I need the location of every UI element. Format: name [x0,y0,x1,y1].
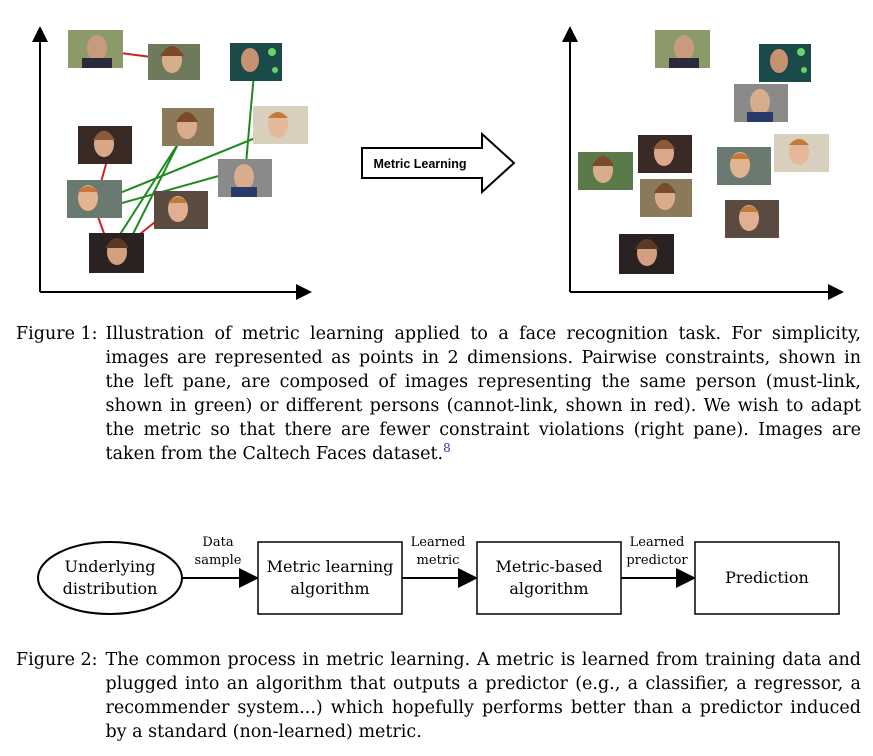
face-thumbnail [89,233,144,273]
face-thumbnail [578,152,633,190]
face-thumbnail [218,159,272,197]
edge-learned-predictor: Learned predictor [621,535,696,588]
node-metric-learning-algorithm: Metric learning algorithm [257,541,403,615]
caption-text: The common process in metric learning. A… [105,650,861,742]
caption-text: Illustration of metric learning applied … [105,324,861,464]
svg-text:predictor: predictor [626,553,688,568]
face-thumbnail [67,180,122,218]
svg-text:algorithm: algorithm [290,579,369,598]
face-thumbnail [774,134,829,172]
node-metric-based-algorithm: Metric-based algorithm [476,541,622,615]
face-thumbnail [734,84,788,122]
node-prediction: Prediction [694,541,840,615]
svg-text:Metric learning: Metric learning [267,557,394,576]
left-pane-axes [32,26,312,300]
face-thumbnail [162,108,214,146]
svg-text:metric: metric [417,553,460,568]
figure2-caption: Figure 2: The common process in metric l… [16,648,861,744]
metric-learning-arrow: Metric Learning [361,131,516,195]
svg-text:sample: sample [195,553,242,568]
face-thumbnail [717,147,771,185]
face-thumbnail [640,179,692,217]
arrow-label: Metric Learning [373,157,466,171]
left-face-thumbnails [67,30,308,273]
figure1-illustration: Metric Learning [32,26,844,300]
caption-label: Figure 2: [16,650,98,670]
edge-data-sample: Data sample [182,535,259,588]
face-thumbnail [78,126,132,164]
face-thumbnail [638,135,692,173]
face-thumbnail [253,106,308,144]
svg-text:Prediction: Prediction [725,568,809,587]
edge-learned-metric: Learned metric [402,535,478,588]
svg-text:Underlying: Underlying [65,557,156,576]
face-thumbnail [148,44,200,80]
footnote-marker[interactable]: 8 [443,441,451,456]
svg-text:Learned: Learned [411,535,466,550]
caption-label: Figure 1: [16,324,98,344]
svg-text:algorithm: algorithm [509,579,588,598]
face-thumbnail [154,191,208,229]
face-thumbnail [230,43,282,81]
figure2-diagram: Underlying distribution Data sample Metr… [37,535,840,615]
svg-text:Metric-based: Metric-based [495,557,602,576]
svg-text:distribution: distribution [63,579,158,598]
svg-text:Learned: Learned [630,535,685,550]
face-thumbnail [725,200,779,238]
face-thumbnail [655,30,710,68]
face-thumbnail [68,30,123,68]
right-pane-axes [562,26,844,300]
svg-text:Data: Data [202,535,233,550]
right-face-thumbnails [578,30,829,274]
node-underlying-distribution: Underlying distribution [37,541,183,615]
figure1-caption: Figure 1: Illustration of metric learnin… [16,322,861,466]
face-thumbnail [619,234,674,274]
face-thumbnail [759,44,811,82]
